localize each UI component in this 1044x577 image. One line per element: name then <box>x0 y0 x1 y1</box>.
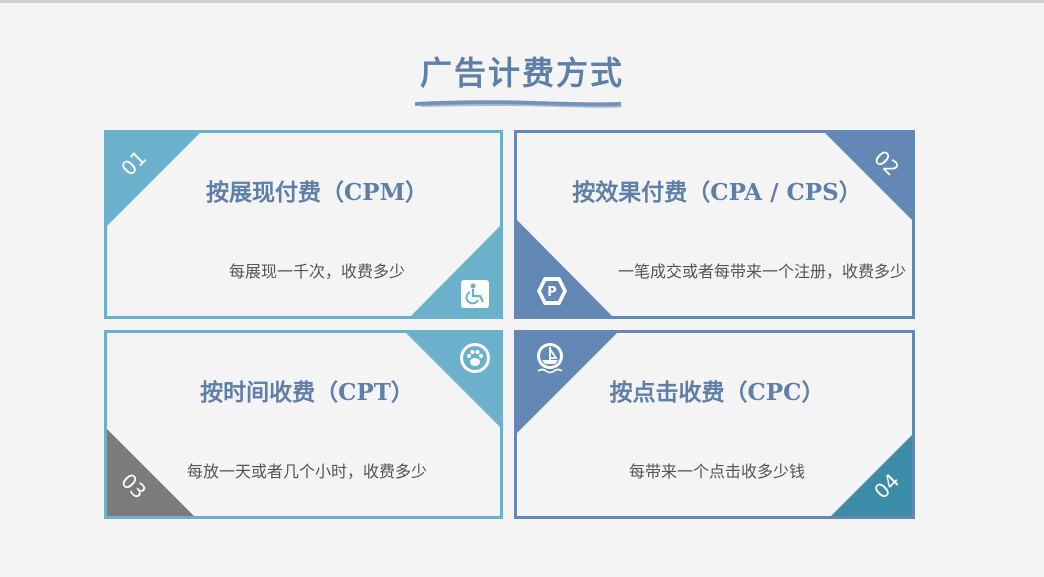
ship-icon <box>537 343 563 374</box>
card-description: 一笔成交或者每带来一个注册，收费多少 <box>617 262 906 281</box>
card-cpm: 01 按展现付费（CPM） 每展现一千次，收费多少 <box>104 130 503 319</box>
title-underline <box>414 100 622 108</box>
paw-icon <box>460 343 490 373</box>
card-heading: 按时间收费（CPT） <box>200 379 414 406</box>
wheelchair-icon <box>461 280 489 308</box>
card-cpc: 04 按点击收费（CPC） 每带来一个点击收多少钱 <box>514 330 915 519</box>
page-title: 广告计费方式 <box>419 54 624 92</box>
card-description: 每展现一千次，收费多少 <box>228 262 405 281</box>
card-heading: 按点击收费（CPC） <box>609 379 825 406</box>
card-decoration <box>517 333 912 516</box>
top-border <box>0 0 1044 3</box>
card-decoration <box>107 333 500 516</box>
card-decoration <box>517 133 912 316</box>
card-description: 每带来一个点击收多少钱 <box>628 462 805 481</box>
parking-icon: P <box>537 277 567 305</box>
card-decoration <box>107 133 500 316</box>
card-cpt: 03 按时间收费（CPT） 每放一天或者几个小时，收费多少 <box>104 330 503 519</box>
card-description: 每放一天或者几个小时，收费多少 <box>186 462 427 481</box>
svg-text:P: P <box>547 285 557 300</box>
card-cpa-cps: 02 按效果付费（CPA / CPS） 一笔成交或者每带来一个注册，收费多少 P <box>514 130 915 319</box>
card-heading: 按效果付费（CPA / CPS） <box>572 179 862 206</box>
card-heading: 按展现付费（CPM） <box>205 179 429 206</box>
